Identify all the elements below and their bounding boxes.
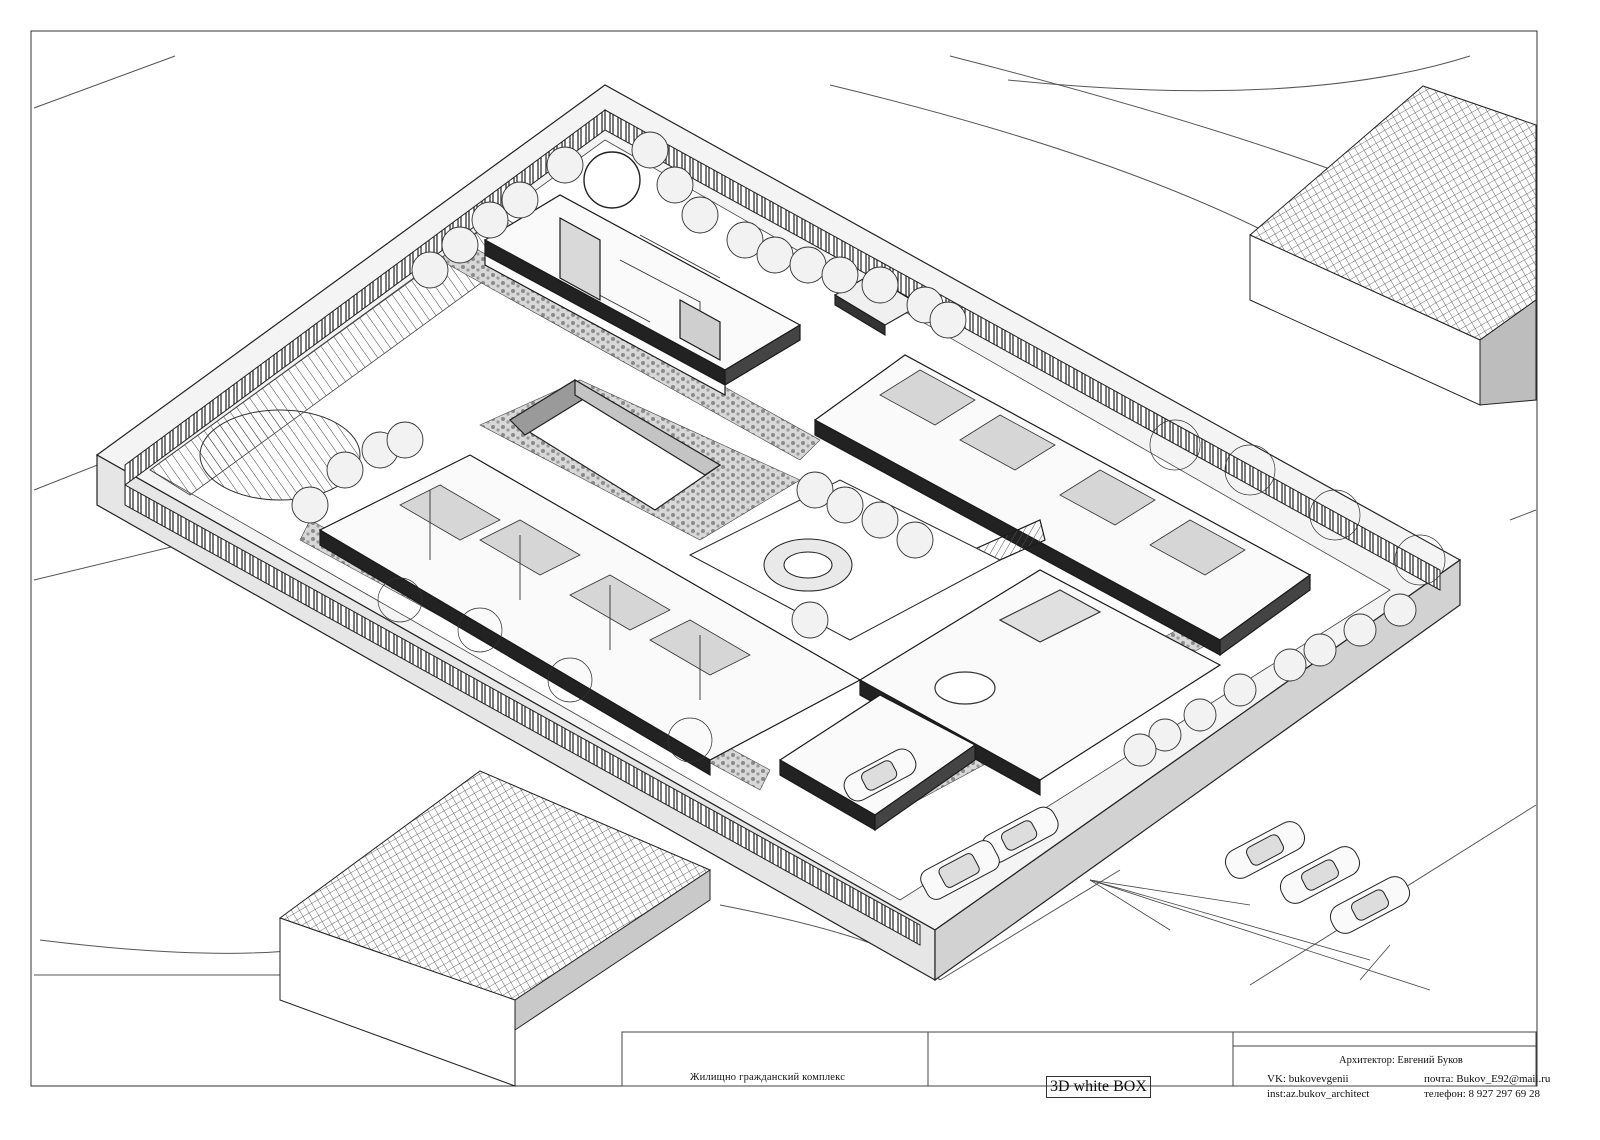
swimming-pool [508, 378, 722, 511]
title-block [621, 1031, 1537, 1087]
cars [843, 748, 1411, 934]
garage-block [778, 694, 977, 832]
stage-label: 3D white BOX [1046, 1076, 1151, 1098]
phone-contact: телефон: 8 927 297 69 28 [1424, 1088, 1541, 1100]
north-wing [483, 194, 802, 397]
neighbour-building-southwest [278, 770, 712, 1087]
round-lawn [199, 409, 361, 501]
vk-contact: VK: bukovevgenii [1267, 1073, 1349, 1085]
round-gazebo [583, 151, 641, 209]
parking-lines [1089, 879, 1431, 991]
courtyard-seating [688, 479, 1002, 641]
trees [291, 131, 1417, 767]
project-title: Жилищно гражданский комплекс [690, 1072, 846, 1083]
shrubs [377, 419, 1446, 763]
main-house-west-wing [318, 454, 862, 777]
instagram-contact: inst:az.bukov_architect [1267, 1088, 1370, 1100]
neighbour-building-northeast [1249, 85, 1537, 406]
email-contact: почта: Bukov_E92@mail.ru [1424, 1073, 1551, 1085]
perimeter-fence [124, 109, 1441, 946]
architect-name: Архитектор: Евгений Буков [1339, 1055, 1463, 1066]
